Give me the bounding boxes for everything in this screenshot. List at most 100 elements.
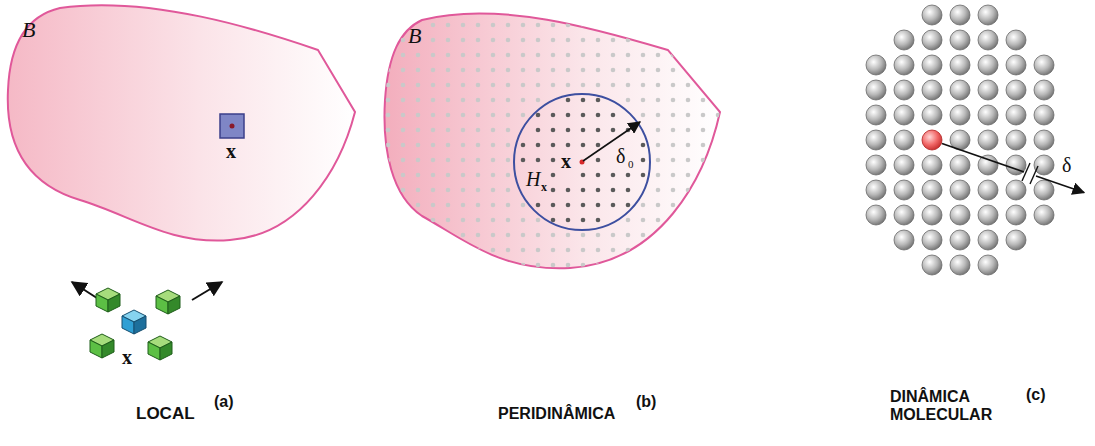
cutoff-arrow: [1036, 176, 1084, 193]
grid-dot: [431, 173, 436, 178]
grid-dot: [431, 113, 436, 118]
grid-dot: [626, 38, 631, 43]
grid-dot: [701, 128, 706, 133]
grid-dot: [581, 38, 586, 43]
grid-dot: [671, 203, 676, 208]
grid-dot: [386, 23, 391, 28]
grid-dot: [401, 83, 406, 88]
grid-dot: [551, 38, 556, 43]
grid-dot: [551, 23, 556, 28]
grid-dot: [656, 23, 661, 28]
grid-dot: [521, 8, 526, 13]
grid-dot: [656, 98, 661, 103]
atom: [978, 105, 998, 125]
grid-dot: [686, 218, 691, 223]
grid-dot: [671, 263, 676, 268]
grid-dot: [431, 8, 436, 13]
grid-dot: [416, 83, 421, 88]
grid-dot: [551, 53, 556, 58]
grid-dot: [566, 248, 571, 253]
grid-dot: [506, 23, 511, 28]
grid-dot: [476, 218, 481, 223]
grid-dot: [431, 68, 436, 73]
horizon-label: δ: [616, 145, 625, 167]
cube-face: [90, 340, 102, 358]
grid-dot: [431, 23, 436, 28]
grid-dot: [671, 188, 676, 193]
grid-dot: [521, 83, 526, 88]
grid-dot: [521, 23, 526, 28]
grid-dot: [431, 53, 436, 58]
grid-dot: [686, 53, 691, 58]
grid-dot: [521, 98, 526, 103]
grid-dot: [686, 128, 691, 133]
grid-dot: [491, 53, 496, 58]
grid-dot: [551, 158, 556, 163]
grid-dot: [491, 83, 496, 88]
grid-dot: [476, 53, 481, 58]
grid-dot: [536, 38, 541, 43]
grid-dot: [416, 68, 421, 73]
grid-dot: [686, 158, 691, 163]
grid-dot: [701, 38, 706, 43]
atom: [922, 30, 942, 50]
grid-dot: [401, 143, 406, 148]
grid-dot: [506, 263, 511, 268]
grid-dot: [566, 83, 571, 88]
grid-dot: [716, 98, 721, 103]
grid-dot: [521, 113, 526, 118]
grid-dot: [596, 8, 601, 13]
grid-dot: [641, 83, 646, 88]
grid-dot: [476, 83, 481, 88]
grid-dot: [431, 143, 436, 148]
grid-dot: [446, 113, 451, 118]
grid-dot: [401, 8, 406, 13]
grid-dot: [611, 173, 616, 178]
grid-dot: [686, 263, 691, 268]
neighborhood-label: H: [526, 168, 540, 190]
grid-dot: [551, 203, 556, 208]
grid-dot: [536, 233, 541, 238]
grid-dot: [701, 203, 706, 208]
grid-dot: [536, 53, 541, 58]
grid-dot: [476, 68, 481, 73]
grid-dot: [626, 248, 631, 253]
grid-dot: [506, 248, 511, 253]
arrow: [192, 282, 222, 300]
atom: [894, 105, 914, 125]
atom: [978, 255, 998, 275]
grid-dot: [581, 128, 586, 133]
grid-dot: [416, 233, 421, 238]
grid-dot: [671, 113, 676, 118]
grid-dot: [491, 98, 496, 103]
grid-dot: [461, 23, 466, 28]
grid-dot: [656, 218, 661, 223]
grid-dot: [476, 263, 481, 268]
grid-dot: [656, 53, 661, 58]
grid-dot: [491, 38, 496, 43]
atom: [1006, 80, 1026, 100]
grid-dot: [671, 68, 676, 73]
grid-dot: [716, 248, 721, 253]
grid-dot: [416, 248, 421, 253]
grid-dot: [416, 53, 421, 58]
atom: [894, 30, 914, 50]
grid-dot: [596, 83, 601, 88]
atom: [1034, 105, 1054, 125]
grid-dot: [446, 8, 451, 13]
grid-dot: [581, 98, 586, 103]
atom: [1034, 180, 1054, 200]
grid-dot: [656, 68, 661, 73]
grid-dot: [626, 83, 631, 88]
point-label: x: [561, 150, 571, 172]
grid-dot: [461, 38, 466, 43]
grid-dot: [431, 248, 436, 253]
grid-dot: [701, 233, 706, 238]
grid-dot: [506, 38, 511, 43]
atom: [978, 55, 998, 75]
panel-letter: (b): [636, 393, 656, 411]
atom: [950, 180, 970, 200]
grid-dot: [401, 113, 406, 118]
grid-dot: [446, 53, 451, 58]
grid-dot: [446, 233, 451, 238]
